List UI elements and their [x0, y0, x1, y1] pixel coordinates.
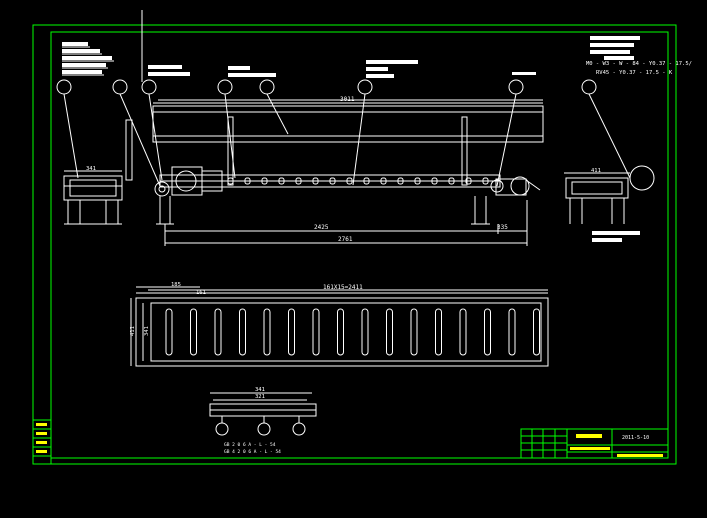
title-date: 2011-5-10 — [622, 435, 649, 441]
plan-rung — [337, 308, 344, 356]
note-right-top-1: M0 - W3 - W - 84 - Y0.37 - 17.5/ — [586, 61, 692, 67]
plan-rung — [361, 308, 369, 356]
dim-plan-spacing: 161X15=2411 — [323, 284, 363, 291]
dim-total-length: 3011 — [340, 96, 355, 103]
dim-detail-outer: 341 — [255, 387, 265, 393]
chain-slot — [329, 177, 336, 185]
dim-lower-right: 335 — [497, 224, 508, 231]
chain-slot — [295, 177, 302, 185]
detail-view — [209, 392, 317, 436]
plan-rung — [165, 308, 173, 356]
chain-slot — [227, 177, 234, 185]
plan-rung — [312, 308, 320, 356]
right-side-view — [564, 165, 655, 224]
chain-slot — [397, 177, 404, 185]
plan-rung — [533, 308, 540, 356]
note-block-top-left — [62, 42, 114, 76]
chain-slot — [465, 177, 472, 185]
chain-slot — [448, 177, 455, 185]
dim-lower-span: 2425 — [314, 224, 329, 231]
balloon-callouts — [56, 79, 631, 187]
elevation-view — [125, 99, 544, 225]
plan-rung — [263, 308, 271, 356]
chain-slot — [380, 177, 387, 185]
chain-slot — [363, 177, 370, 185]
plan-rung — [190, 308, 197, 356]
dim-plan-pitch: 161 — [196, 290, 206, 296]
plan-rung — [214, 308, 222, 356]
plan-rung — [410, 308, 418, 356]
note-right-top-2: RV45 - Y0.37 - 17.5 - K — [596, 70, 673, 76]
dim-side-width-right: 411 — [591, 168, 601, 174]
chain-slot — [431, 177, 438, 185]
outer-border — [32, 24, 677, 465]
dim-side-width-left: 341 — [86, 166, 96, 172]
plan-rung — [459, 308, 467, 356]
note-detail-1: GB 2 0 6 A - L - 54 — [224, 442, 276, 448]
inner-border — [50, 31, 669, 459]
elevation-dimension-lines — [153, 102, 543, 246]
plan-rung — [484, 308, 491, 356]
plan-rung — [508, 308, 516, 356]
note-block-top-right — [590, 36, 640, 60]
note-block-top-mid — [148, 60, 536, 78]
plan-rung — [288, 308, 295, 356]
binding-strip — [32, 419, 52, 465]
dim-plan-width-inner: 341 — [144, 326, 150, 336]
chain-slot — [482, 177, 489, 185]
plan-rung — [386, 308, 393, 356]
plan-rungs — [165, 308, 540, 356]
chain-slot — [261, 177, 268, 185]
dim-plan-width: 411 — [130, 326, 136, 336]
chain-slot — [346, 177, 353, 185]
dim-lower-total: 2761 — [338, 236, 353, 243]
note-block-right-bottom — [592, 231, 640, 242]
dim-plan-top-left: 185 — [171, 282, 181, 288]
note-detail-2: GB 4 2 0 6 A - L - 54 — [224, 449, 281, 455]
title-block — [520, 428, 669, 459]
plan-rung — [435, 308, 442, 356]
chain-slot — [414, 177, 421, 185]
plan-view — [130, 286, 549, 367]
chain-slot — [278, 177, 285, 185]
elevation-slots — [227, 177, 489, 185]
left-side-view — [63, 170, 123, 225]
chain-slot — [312, 177, 319, 185]
dim-detail-inner: 321 — [255, 394, 265, 400]
chain-slot — [244, 177, 251, 185]
plan-rung — [239, 308, 246, 356]
